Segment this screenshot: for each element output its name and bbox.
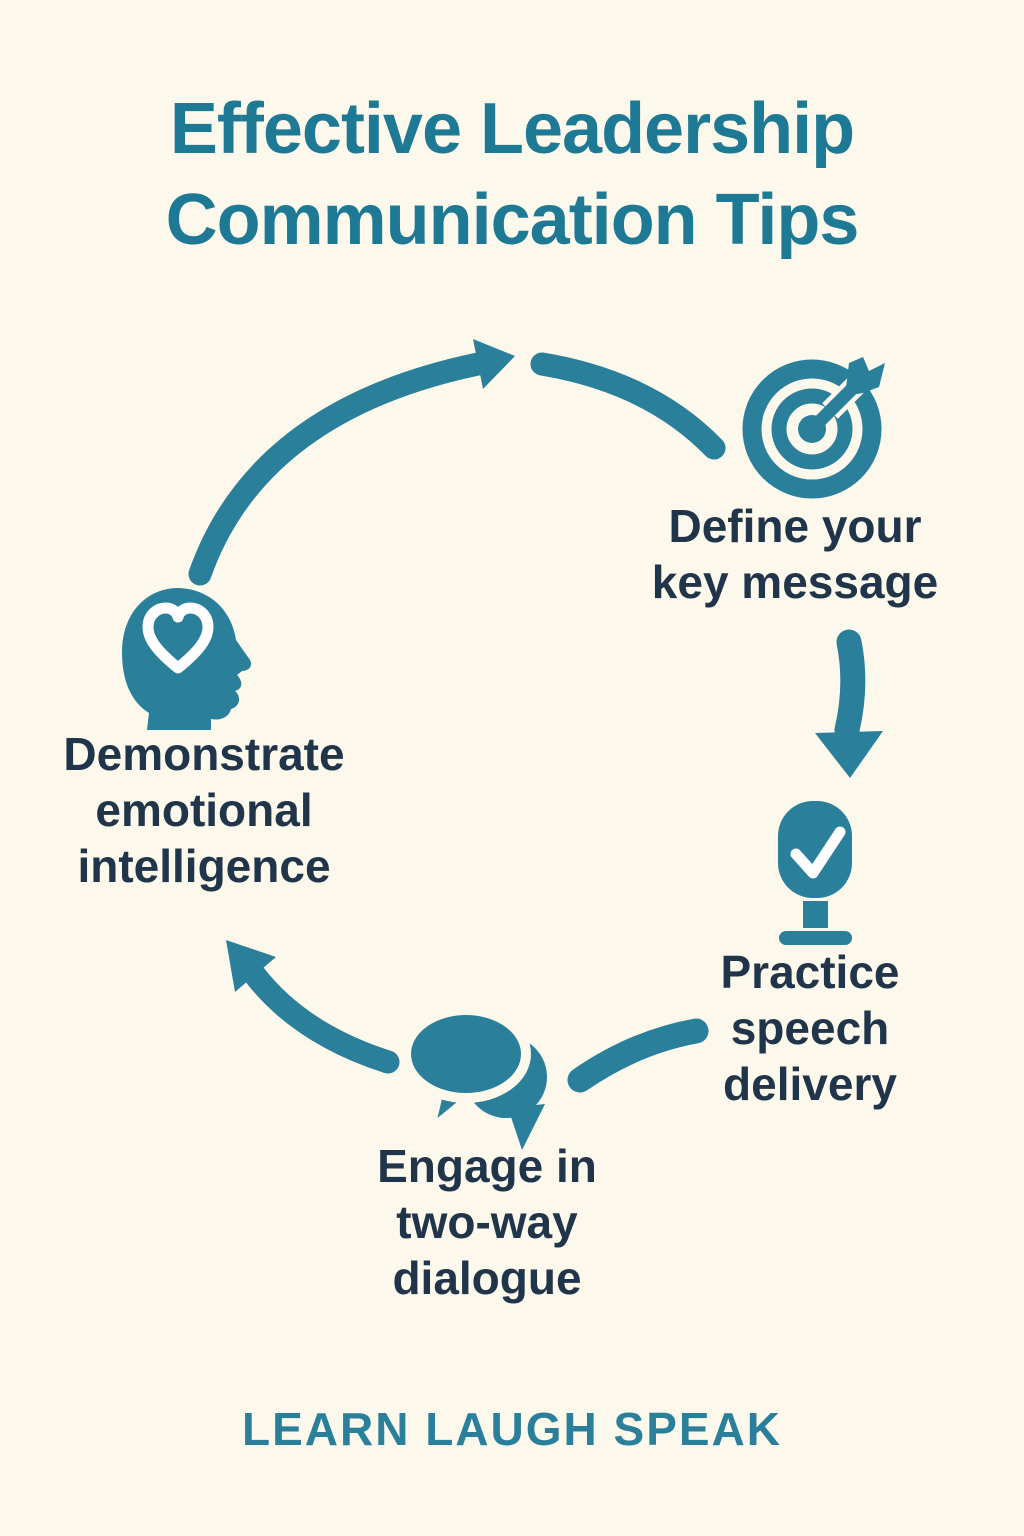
head-heart-icon xyxy=(122,587,252,730)
step-label-line: Practice xyxy=(720,946,900,998)
step-label-line: speech xyxy=(730,1002,890,1054)
arc-practice-to-engage xyxy=(567,1018,709,1093)
page-title-line-2: Communication Tips xyxy=(165,179,860,260)
arc-top-right xyxy=(530,352,726,460)
arrow-engage-to-demonstrate xyxy=(226,940,400,1074)
brand-footer: LEARN LAUGH SPEAK xyxy=(241,1403,783,1455)
step-label-line: Engage in xyxy=(377,1140,597,1192)
arrow-define-to-practice xyxy=(815,629,883,778)
step-label-demonstrate: Demonstrate emotional intelligence xyxy=(63,726,344,894)
step-label-line: Define your xyxy=(668,500,922,552)
chat-bubbles-icon xyxy=(401,1005,547,1150)
step-label-line: delivery xyxy=(723,1058,897,1110)
target-icon xyxy=(742,357,885,499)
page-title-line-1: Effective Leadership xyxy=(169,89,855,169)
page-title: Effective Leadership Communication Tips xyxy=(0,84,1024,265)
step-label-line: intelligence xyxy=(77,840,331,892)
step-label-line: emotional xyxy=(95,784,313,836)
step-label-engage: Engage in two-way dialogue xyxy=(377,1138,597,1306)
step-label-line: dialogue xyxy=(392,1252,582,1304)
arrow-demonstrate-to-define xyxy=(188,339,515,586)
step-label-define: Define your key message xyxy=(652,498,938,610)
step-label-practice: Practice speech delivery xyxy=(720,944,899,1112)
step-label-line: Demonstrate xyxy=(63,728,345,780)
step-label-line: two-way xyxy=(396,1196,578,1248)
microphone-check-icon xyxy=(778,801,852,945)
step-label-line: key message xyxy=(651,556,939,608)
